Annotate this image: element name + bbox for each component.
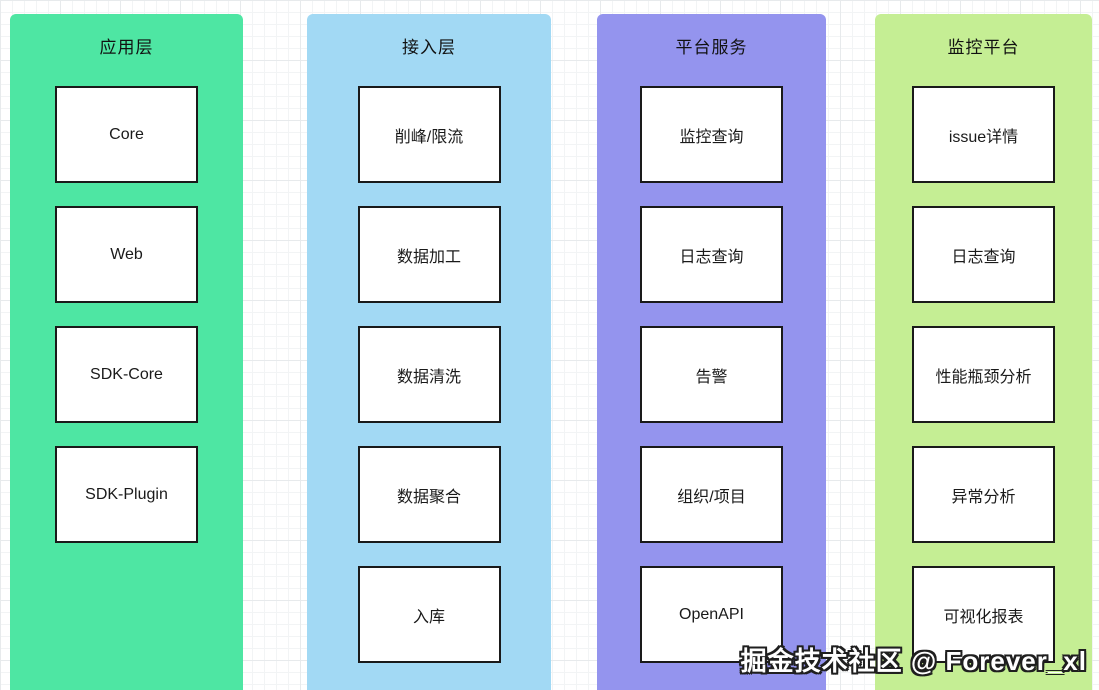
column-monitoring-platform[interactable]: 监控平台 issue详情 日志查询 性能瓶颈分析 异常分析 可视化报表 xyxy=(875,14,1092,690)
node-data-storage[interactable]: 入库 xyxy=(357,566,501,663)
column-app-layer[interactable]: 应用层 Core Web SDK-Core SDK-Plugin xyxy=(10,14,243,690)
column-title: 接入层 xyxy=(402,38,456,57)
node-data-processing[interactable]: 数据加工 xyxy=(357,206,501,303)
node-peak-shaving-rate-limit[interactable]: 削峰/限流 xyxy=(357,86,501,183)
watermark: 掘金技术社区 @ Forever_xl xyxy=(740,646,1087,676)
node-org-project[interactable]: 组织/项目 xyxy=(640,446,783,543)
column-access-layer[interactable]: 接入层 削峰/限流 数据加工 数据清洗 数据聚合 入库 xyxy=(307,14,551,690)
node-openapi[interactable]: OpenAPI xyxy=(640,566,783,663)
node-log-query[interactable]: 日志查询 xyxy=(640,206,783,303)
column-platform-services[interactable]: 平台服务 监控查询 日志查询 告警 组织/项目 OpenAPI xyxy=(597,14,826,690)
column-title: 监控平台 xyxy=(947,38,1020,57)
node-sdk-core[interactable]: SDK-Core xyxy=(55,326,198,423)
column-title: 平台服务 xyxy=(675,38,748,57)
node-web[interactable]: Web xyxy=(55,206,198,303)
node-data-aggregation[interactable]: 数据聚合 xyxy=(357,446,501,543)
node-performance-analysis[interactable]: 性能瓶颈分析 xyxy=(912,326,1055,423)
node-log-query-monitor[interactable]: 日志查询 xyxy=(912,206,1055,303)
node-data-cleaning[interactable]: 数据清洗 xyxy=(357,326,501,423)
node-core[interactable]: Core xyxy=(55,86,198,183)
node-issue-detail[interactable]: issue详情 xyxy=(912,86,1055,183)
column-title: 应用层 xyxy=(99,38,154,57)
node-visual-report[interactable]: 可视化报表 xyxy=(912,566,1055,663)
node-alert[interactable]: 告警 xyxy=(640,326,783,423)
node-monitor-query[interactable]: 监控查询 xyxy=(640,86,783,183)
node-anomaly-analysis[interactable]: 异常分析 xyxy=(912,446,1055,543)
node-sdk-plugin[interactable]: SDK-Plugin xyxy=(55,446,198,543)
